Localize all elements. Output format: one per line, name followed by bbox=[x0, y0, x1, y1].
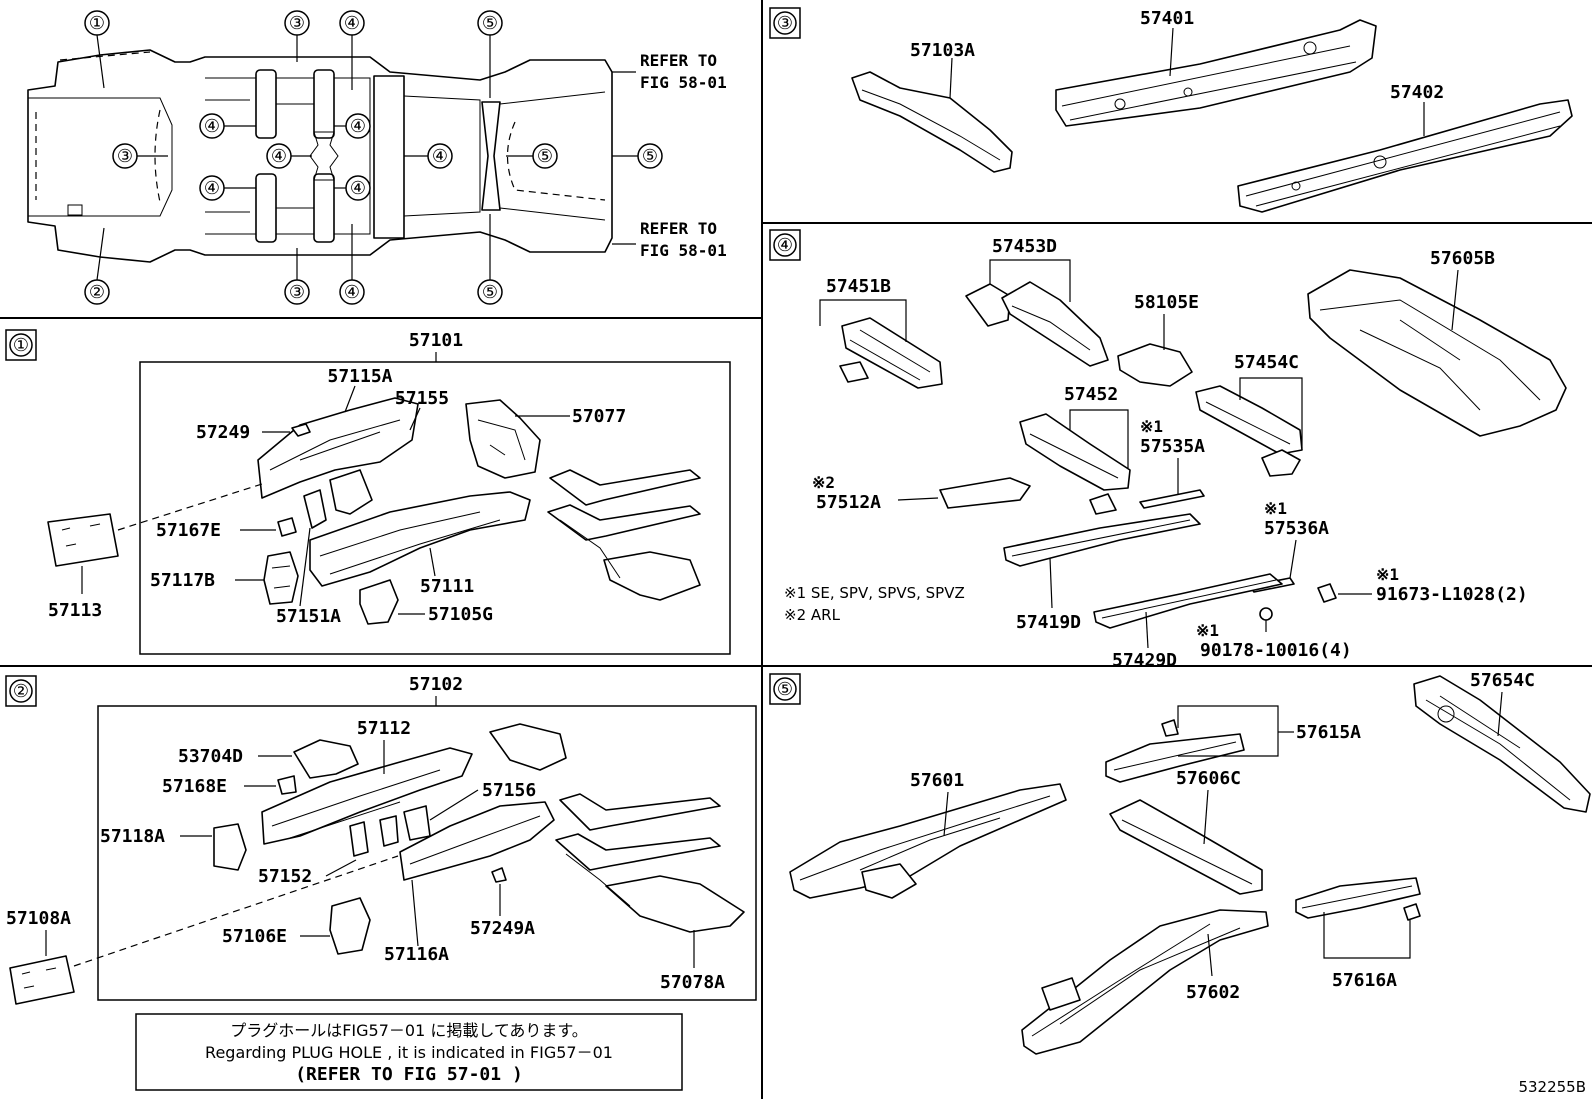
part-57452: 57452 bbox=[1064, 384, 1118, 405]
legend-line-1: ※1 SE, SPV, SPVS, SPVZ bbox=[784, 584, 965, 602]
section-3: ③ 57401 57103A 57402 bbox=[769, 7, 1573, 213]
mark-90178: ※1 bbox=[1196, 621, 1219, 640]
part-57167E: 57167E bbox=[156, 520, 221, 541]
part-57155: 57155 bbox=[395, 388, 449, 409]
part-57112: 57112 bbox=[357, 718, 411, 739]
fig-58-01-text-bottom: FIG 58-01 bbox=[640, 241, 727, 260]
overview-refer-notes: REFER TO FIG 58-01 REFER TO FIG 58-01 bbox=[612, 51, 727, 260]
part-57536A: 57536A bbox=[1264, 518, 1329, 539]
part-57454C: 57454C bbox=[1234, 352, 1299, 373]
part-57249: 57249 bbox=[196, 422, 250, 443]
part-57453D: 57453D bbox=[992, 236, 1057, 257]
part-57429D: 57429D bbox=[1112, 650, 1177, 671]
part-57615A: 57615A bbox=[1296, 722, 1361, 743]
overview-callout-4a: ④ bbox=[344, 13, 360, 34]
part-57602: 57602 bbox=[1186, 982, 1240, 1003]
overview-callout-5c: ⑤ bbox=[537, 146, 553, 167]
part-57106E: 57106E bbox=[222, 926, 287, 947]
part-58105E: 58105E bbox=[1134, 292, 1199, 313]
part-53704D: 53704D bbox=[178, 746, 243, 767]
section-3-marker: ③ bbox=[777, 13, 793, 34]
part-57401: 57401 bbox=[1140, 8, 1194, 29]
refer-to-text-bottom: REFER TO bbox=[640, 219, 717, 238]
part-91673-L1028: 91673-L1028(2) bbox=[1376, 584, 1528, 605]
overview-callout-3c: ③ bbox=[117, 146, 133, 167]
part-57151A: 57151A bbox=[276, 606, 341, 627]
part-57616A: 57616A bbox=[1332, 970, 1397, 991]
part-90178-10016: 90178-10016(4) bbox=[1200, 640, 1352, 661]
part-57078A: 57078A bbox=[660, 972, 725, 993]
section-2-marker: ② bbox=[13, 681, 29, 702]
legend-line-2: ※2 ARL bbox=[784, 606, 841, 624]
section-1-group-box bbox=[139, 361, 731, 655]
part-57077: 57077 bbox=[572, 406, 626, 427]
part-57402: 57402 bbox=[1390, 82, 1444, 103]
section-5: ⑤ 57654C 57615A 57601 57606C 57602 bbox=[769, 670, 1591, 1055]
illustration-code: 532255B bbox=[1518, 1078, 1586, 1096]
overview-callout-2: ② bbox=[89, 282, 105, 303]
overview-underbody-plan bbox=[27, 49, 613, 263]
section-1-marker: ① bbox=[13, 335, 29, 356]
part-57118A: 57118A bbox=[100, 826, 165, 847]
part-57152: 57152 bbox=[258, 866, 312, 887]
overview-callout-5b: ⑤ bbox=[482, 282, 498, 303]
mark-57535A: ※1 bbox=[1140, 417, 1163, 436]
overview-callout-4c: ④ bbox=[204, 116, 220, 137]
part-57102: 57102 bbox=[409, 674, 463, 695]
overview-callout-1: ① bbox=[89, 13, 105, 34]
refer-to-text-top: REFER TO bbox=[640, 51, 717, 70]
overview-callout-3a: ③ bbox=[289, 13, 305, 34]
section-4: ④ 57453D 57451B 57605B 58105E 57454C 574… bbox=[769, 229, 1567, 671]
part-57103A: 57103A bbox=[910, 40, 975, 61]
section-4-marker: ④ bbox=[777, 235, 793, 256]
fig-58-01-text-top: FIG 58-01 bbox=[640, 73, 727, 92]
plug-hole-note-jp: プラグホールはFIG57－01 に掲載してあります。 bbox=[230, 1021, 588, 1040]
part-57249A: 57249A bbox=[470, 918, 535, 939]
part-57113: 57113 bbox=[48, 600, 102, 621]
plug-hole-note-en: Regarding PLUG HOLE , it is indicated in… bbox=[205, 1043, 613, 1062]
part-57605B: 57605B bbox=[1430, 248, 1495, 269]
overview-callout-5d: ⑤ bbox=[642, 146, 658, 167]
part-57115A: 57115A bbox=[327, 366, 392, 387]
part-57116A: 57116A bbox=[384, 944, 449, 965]
overview-callout-4e: ④ bbox=[271, 146, 287, 167]
part-57108A: 57108A bbox=[6, 908, 71, 929]
overview-callout-3b: ③ bbox=[289, 282, 305, 303]
section-2-group-box bbox=[97, 705, 757, 1001]
overview-callout-4d: ④ bbox=[204, 178, 220, 199]
overview-callout-4f: ④ bbox=[350, 116, 366, 137]
overview-callout-4g: ④ bbox=[350, 178, 366, 199]
plug-hole-note-ref: (REFER TO FIG 57-01 ) bbox=[295, 1064, 523, 1085]
part-57535A: 57535A bbox=[1140, 436, 1205, 457]
overview-callout-4b: ④ bbox=[344, 282, 360, 303]
section-5-marker: ⑤ bbox=[777, 679, 793, 700]
plug-hole-note-box bbox=[135, 1013, 683, 1091]
part-57101: 57101 bbox=[409, 330, 463, 351]
overview-callout-5a: ⑤ bbox=[482, 13, 498, 34]
overview-callouts: ① ② ③ ③ ③ ④ ④ ④ ④ ④ ④ ④ ④ ⑤ ⑤ ⑤ ⑤ bbox=[84, 10, 663, 305]
part-57111: 57111 bbox=[420, 576, 474, 597]
section-2: ② 57102 57112 53704D 57168E 57156 57118A… bbox=[5, 674, 757, 1091]
part-57512A: 57512A bbox=[816, 492, 881, 513]
part-57654C: 57654C bbox=[1470, 670, 1535, 691]
part-57117B: 57117B bbox=[150, 570, 215, 591]
mark-57512A: ※2 bbox=[812, 473, 835, 492]
part-57601: 57601 bbox=[910, 770, 964, 791]
mark-57536A: ※1 bbox=[1264, 499, 1287, 518]
part-57606C: 57606C bbox=[1176, 768, 1241, 789]
part-57419D: 57419D bbox=[1016, 612, 1081, 633]
part-57105G: 57105G bbox=[428, 604, 493, 625]
part-57451B: 57451B bbox=[826, 276, 891, 297]
overview-callout-4h: ④ bbox=[432, 146, 448, 167]
mark-91673: ※1 bbox=[1376, 565, 1399, 584]
part-57168E: 57168E bbox=[162, 776, 227, 797]
section-1: ① 57101 57115A 57155 57077 57249 57167E … bbox=[5, 329, 731, 655]
part-57156: 57156 bbox=[482, 780, 536, 801]
